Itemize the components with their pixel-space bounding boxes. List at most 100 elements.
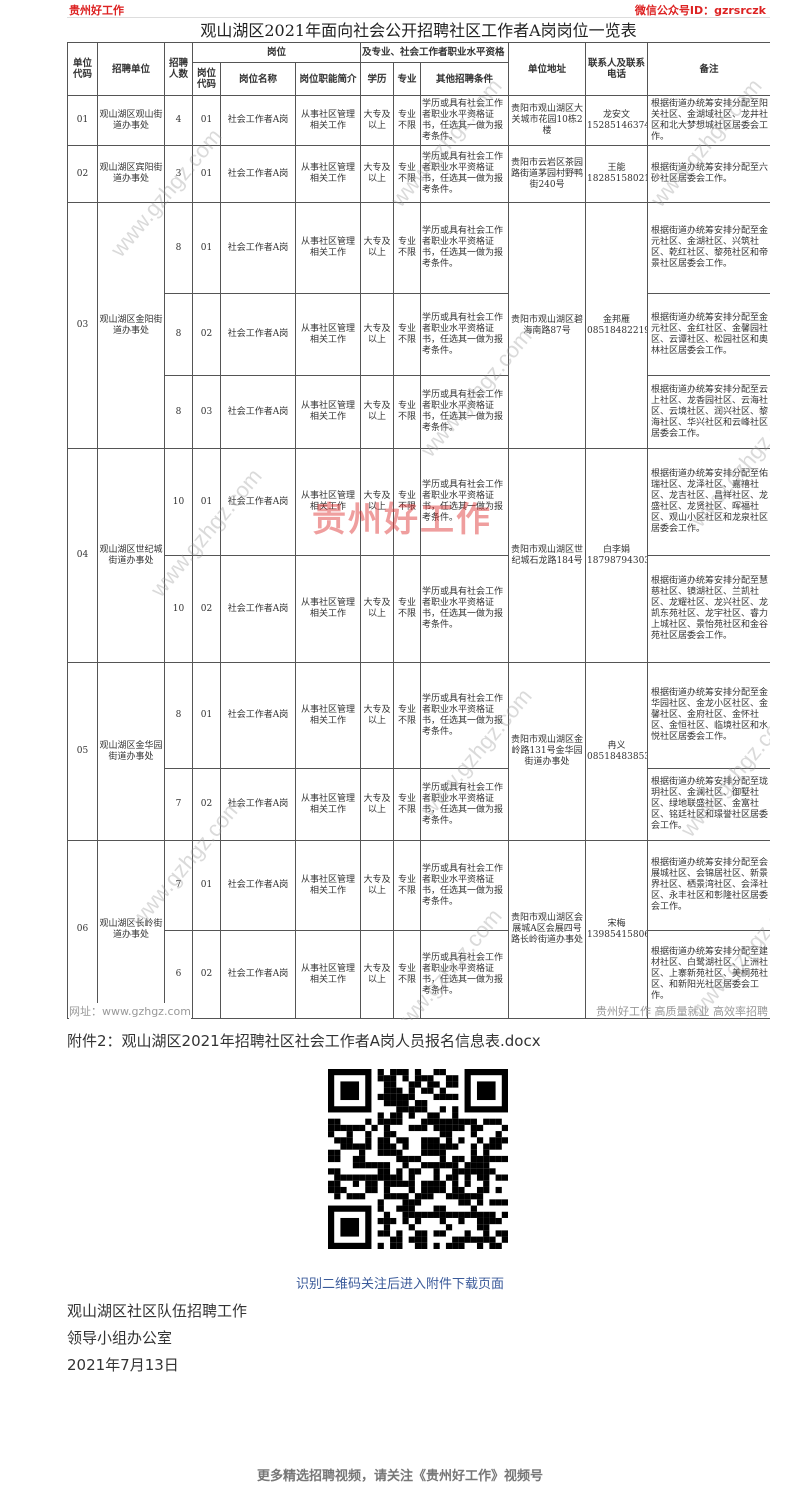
major: 专业不限 bbox=[393, 555, 422, 663]
other-conditions: 学历或具有社会工作者职业水平资格证书，任选其一做为报考条件。 bbox=[420, 768, 510, 841]
position-notes: 根据街道办统筹安排分配至建材社区、白鹭湖社区、上洲社区、上寨新苑社区、美桐苑社区… bbox=[647, 930, 770, 1019]
major: 专业不限 bbox=[393, 662, 422, 769]
education: 大专及以上 bbox=[360, 202, 395, 294]
center-watermark: 贵州好工作 bbox=[312, 500, 492, 540]
col-notes: 备注 bbox=[647, 42, 770, 96]
position-name: 社会工作者A岗 bbox=[220, 145, 296, 203]
other-conditions: 学历或具有社会工作者职业水平资格证书，任选其一做为报考条件。 bbox=[420, 293, 510, 376]
other-conditions: 学历或具有社会工作者职业水平资格证书，任选其一做为报考条件。 bbox=[420, 930, 510, 1019]
position-name: 社会工作者A岗 bbox=[220, 95, 296, 146]
position-code: 01 bbox=[192, 840, 221, 931]
position-name: 社会工作者A岗 bbox=[220, 448, 296, 556]
footer-slogan-watermark: 贵州好工作 高质量就业 高效率招聘 bbox=[596, 1005, 768, 1018]
col-group-position: 岗位 bbox=[191, 42, 362, 63]
position-notes: 根据街道办统筹安排分配至金元社区、金红社区、金馨园社区、云谭社区、松园社区和奥林… bbox=[647, 293, 770, 376]
col-count: 招聘人数 bbox=[164, 42, 193, 96]
position-function: 从事社区管理相关工作 bbox=[294, 555, 362, 663]
position-code: 03 bbox=[192, 375, 221, 449]
wechat-id-label: 微信公众号ID：gzrsrczk bbox=[634, 4, 766, 17]
recruit-count: 8 bbox=[164, 293, 193, 376]
position-code: 01 bbox=[192, 662, 221, 769]
contact-phone: 15285146374 bbox=[587, 120, 648, 131]
unit-name: 观山湖区金阳街道办事处 bbox=[97, 202, 165, 449]
recruit-count: 8 bbox=[164, 375, 193, 449]
job-table-image: 贵州好工作 微信公众号ID：gzrsrczk 观山湖区2021年面向社会公开招聘… bbox=[67, 0, 770, 1020]
col-major: 专业 bbox=[393, 62, 422, 96]
contact-name: 白李娟 bbox=[603, 544, 631, 555]
col-group-requirements: 及专业、社会工作者职业水平资格 bbox=[360, 42, 510, 63]
contact-name: 龙安文 bbox=[603, 109, 631, 120]
col-unit-name: 招聘单位 bbox=[97, 42, 165, 96]
position-code: 01 bbox=[192, 95, 221, 146]
position-code: 02 bbox=[192, 293, 221, 376]
other-conditions: 学历或具有社会工作者职业水平资格证书，任选其一做为报考条件。 bbox=[420, 662, 510, 769]
position-code: 01 bbox=[192, 448, 221, 556]
col-pos-code: 岗位代码 bbox=[192, 62, 221, 96]
contact-name: 宋梅 bbox=[607, 918, 626, 929]
education: 大专及以上 bbox=[360, 662, 395, 769]
contact-cell: 冉义085184838535 bbox=[585, 662, 649, 841]
contact-phone: 085184838535 bbox=[587, 751, 647, 762]
table-title: 观山湖区2021年面向社会公开招聘社区工作者A岗岗位一览表 bbox=[200, 21, 637, 40]
position-name: 社会工作者A岗 bbox=[220, 662, 296, 769]
col-address: 单位地址 bbox=[508, 42, 587, 96]
attachment-link[interactable]: 附件2：观山湖区2021年招聘社区社会工作者A岗人员报名信息表.docx bbox=[67, 1032, 541, 1050]
other-conditions: 学历或具有社会工作者职业水平资格证书，任选其一做为报考条件。 bbox=[420, 145, 510, 203]
unit-code: 01 bbox=[67, 95, 98, 146]
position-function: 从事社区管理相关工作 bbox=[294, 930, 362, 1019]
education: 大专及以上 bbox=[360, 555, 395, 663]
position-code: 02 bbox=[192, 930, 221, 1019]
contact-name: 金邦雁 bbox=[603, 314, 631, 325]
position-function: 从事社区管理相关工作 bbox=[294, 95, 362, 146]
major: 专业不限 bbox=[393, 95, 422, 146]
position-notes: 根据街道办统筹安排分配至金元社区、金湖社区、兴筑社区、乾红社区、黎苑社区和帝景社… bbox=[647, 202, 770, 294]
unit-code: 03 bbox=[67, 202, 98, 449]
major: 专业不限 bbox=[393, 202, 422, 294]
position-function: 从事社区管理相关工作 bbox=[294, 202, 362, 294]
position-notes: 根据街道办统筹安排分配至六砂社区居委会工作。 bbox=[647, 145, 770, 203]
positions-table: 单位代码 招聘单位 招聘人数 岗位 及专业、社会工作者职业水平资格 单位地址 联… bbox=[67, 42, 770, 1019]
education: 大专及以上 bbox=[360, 448, 395, 556]
unit-name: 观山湖区金华园街道办事处 bbox=[97, 662, 165, 841]
unit-code: 06 bbox=[67, 840, 98, 1019]
footer-url-watermark: 网址：www.gzhgz.com bbox=[69, 1003, 191, 1019]
unit-code: 05 bbox=[67, 662, 98, 841]
col-pos-name: 岗位名称 bbox=[220, 62, 296, 96]
other-conditions: 学历或具有社会工作者职业水平资格证书，任选其一做为报考条件。 bbox=[420, 202, 510, 294]
col-unit-code: 单位代码 bbox=[67, 42, 98, 96]
contact-phone: 085184822194 bbox=[587, 325, 647, 336]
position-notes: 根据街道办统筹安排分配至金华园社区、金龙小区社区、金馨社区、金府社区、金怀社区、… bbox=[647, 662, 770, 769]
major: 专业不限 bbox=[393, 840, 422, 931]
position-notes: 根据街道办统筹安排分配至佑瑞社区、龙泽社区、嘉禧社区、龙吉社区、昌祥社区、龙盛社… bbox=[647, 448, 770, 556]
major: 专业不限 bbox=[393, 293, 422, 376]
unit-address: 贵阳市观山湖区会展城A区会展四号路长岭街道办事处 bbox=[508, 840, 587, 1019]
other-conditions: 学历或具有社会工作者职业水平资格证书，任选其一做为报考条件。 bbox=[420, 448, 510, 556]
education: 大专及以上 bbox=[360, 768, 395, 841]
recruit-count: 7 bbox=[164, 768, 193, 841]
unit-name: 观山湖区观山街道办事处 bbox=[97, 95, 165, 146]
unit-address: 贵阳市观山湖区金岭路131号金华园街道办事处 bbox=[508, 662, 587, 841]
position-name: 社会工作者A岗 bbox=[220, 375, 296, 449]
qr-caption: 识别二维码关注后进入附件下载页面 bbox=[295, 1277, 504, 1292]
other-conditions: 学历或具有社会工作者职业水平资格证书，任选其一做为报考条件。 bbox=[420, 375, 510, 449]
unit-code: 02 bbox=[67, 145, 98, 203]
contact-name: 王能 bbox=[607, 163, 626, 173]
recruit-count: 10 bbox=[164, 555, 193, 663]
major: 专业不限 bbox=[393, 448, 422, 556]
unit-name: 观山湖区长岭街道办事处 bbox=[97, 840, 165, 1019]
position-name: 社会工作者A岗 bbox=[220, 840, 296, 931]
position-name: 社会工作者A岗 bbox=[220, 768, 296, 841]
contact-phone: 18285158021 bbox=[587, 174, 648, 184]
